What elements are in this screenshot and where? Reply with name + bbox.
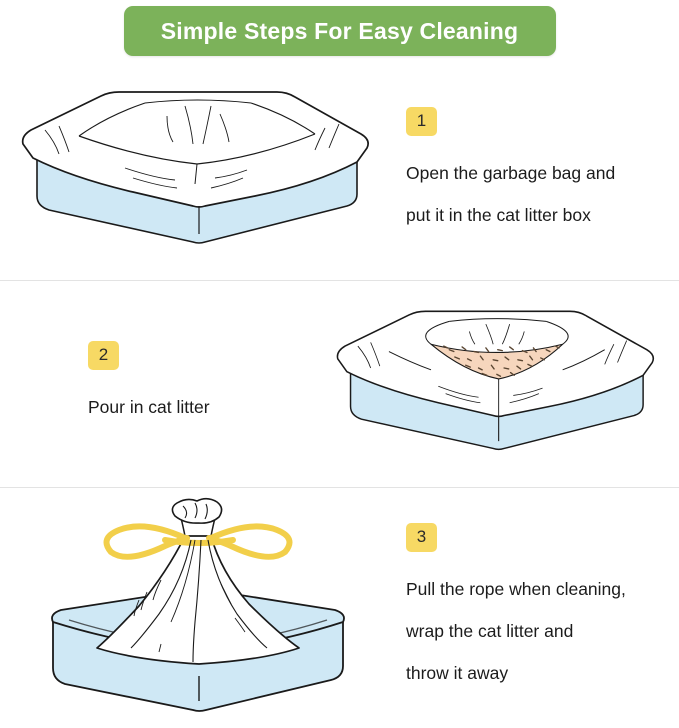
illustration-step-2 bbox=[310, 281, 679, 487]
step-2-text: 2 Pour in cat litter bbox=[0, 340, 310, 428]
step-row-3: 3 Pull the rope when cleaning, wrap the … bbox=[0, 488, 679, 728]
step-1-line-2: put it in the cat litter box bbox=[406, 204, 591, 225]
litter-specks bbox=[442, 345, 560, 377]
step-3-line-1: Pull the rope when cleaning, bbox=[406, 578, 626, 599]
step-row-2: 2 Pour in cat litter bbox=[0, 281, 679, 487]
step-3-line-2: wrap the cat litter and bbox=[406, 620, 574, 641]
page-title: Simple Steps For Easy Cleaning bbox=[160, 17, 519, 44]
illustration-step-1 bbox=[0, 62, 390, 280]
step-1-text: 1 Open the garbage bag and put it in the… bbox=[390, 106, 679, 236]
header-banner: Simple Steps For Easy Cleaning bbox=[0, 0, 679, 62]
step-row-1: 1 Open the garbage bag and put it in the… bbox=[0, 62, 679, 280]
step-3-text: 3 Pull the rope when cleaning, wrap the … bbox=[400, 522, 679, 694]
illustration-step-3 bbox=[0, 488, 400, 728]
step-3-line-3: throw it away bbox=[406, 662, 509, 683]
litter-box-with-litter-icon bbox=[336, 310, 654, 451]
section-divider-2 bbox=[0, 487, 679, 488]
banner-pill: Simple Steps For Easy Cleaning bbox=[123, 6, 556, 56]
step-badge-1: 1 bbox=[406, 106, 437, 136]
step-1-line-1: Open the garbage bag and bbox=[406, 162, 616, 183]
step-badge-3: 3 bbox=[406, 522, 437, 552]
litter-box-bag-tied-icon bbox=[51, 497, 345, 712]
step-badge-2: 2 bbox=[88, 340, 119, 370]
litter-box-with-bag-icon bbox=[21, 90, 369, 244]
section-divider-1 bbox=[0, 280, 679, 281]
step-2-line-1: Pour in cat litter bbox=[88, 396, 210, 417]
